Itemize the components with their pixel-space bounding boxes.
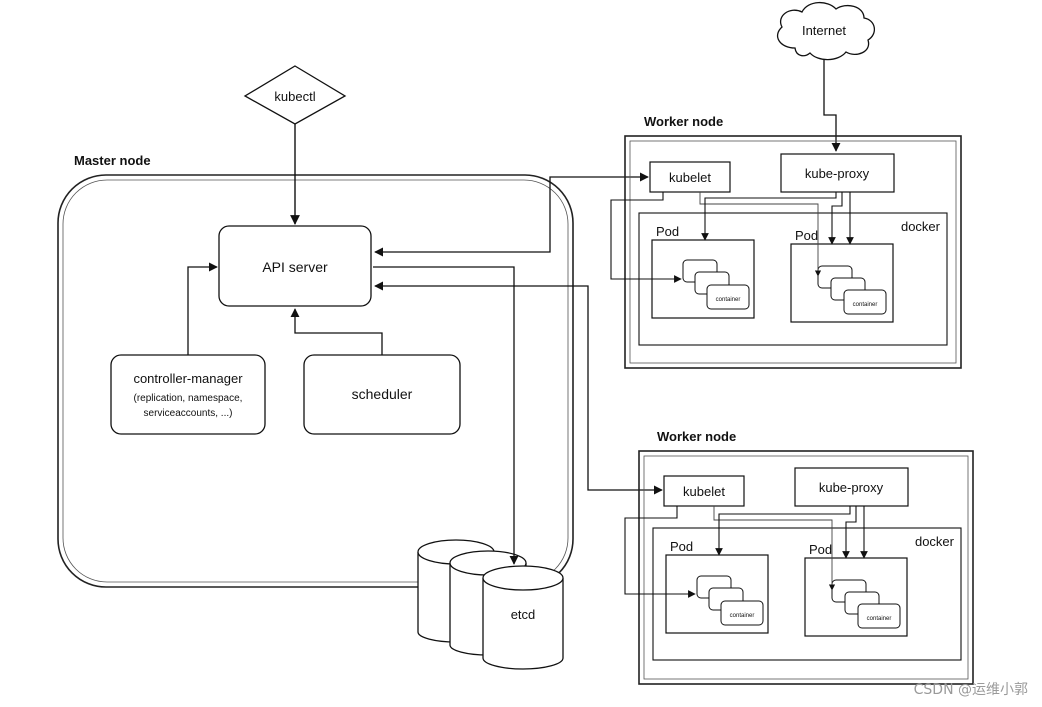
api-server-label: API server [262,259,328,275]
worker-2-pod-1-containers [696,575,764,626]
controller-manager-label: controller-manager [133,371,243,386]
internet-cloud [777,1,875,61]
worker-2-pod-2-label: Pod [809,542,832,557]
worker-1-pod-1-containers [682,259,750,310]
api-server-box [218,225,372,307]
worker-2-pod-1-container-label: container [730,613,755,619]
worker-1-pod-1-label: Pod [656,224,679,239]
worker-1-kube-proxy-box [780,153,895,193]
kubectl-label: kubectl [274,89,315,104]
worker-2-kubelet-box [663,475,745,507]
worker-2-kubelet-label: kubelet [683,484,725,499]
worker-1-pod-2-container-label: container [853,302,878,308]
controller-manager-detail-1: (replication, namespace, [134,393,243,404]
worker-1-docker-label: docker [901,219,941,234]
worker-2-title: Worker node [657,429,736,444]
scheduler-label: scheduler [352,386,413,402]
controller-manager-detail-2: serviceaccounts, ...) [144,408,233,419]
etcd-cylinders [417,539,564,670]
worker-1-kubelet-label: kubelet [669,170,711,185]
worker-2-kube-proxy-box [794,467,909,507]
worker-1-kubelet-box [649,161,731,193]
worker-2-pod-1-label: Pod [670,539,693,554]
worker-node-1 [624,135,962,369]
worker-1-pod-2-containers [817,265,887,315]
watermark: CSDN @运维小郭 [913,682,1028,698]
worker-1-kube-proxy-label: kube-proxy [805,166,870,181]
worker-1-title: Worker node [644,114,723,129]
worker-2-docker-label: docker [915,534,955,549]
worker-1-pod-1-container-label: container [716,297,741,303]
etcd-label: etcd [511,607,536,622]
worker-2-pod-2-container-label: container [867,616,892,622]
worker-1-pod-2-label: Pod [795,228,818,243]
internet-label: Internet [802,23,846,38]
worker-node-2 [638,450,974,685]
master-node-title: Master node [74,153,151,168]
worker-2-pod-2-containers [831,579,901,629]
worker-2-kube-proxy-label: kube-proxy [819,480,884,495]
